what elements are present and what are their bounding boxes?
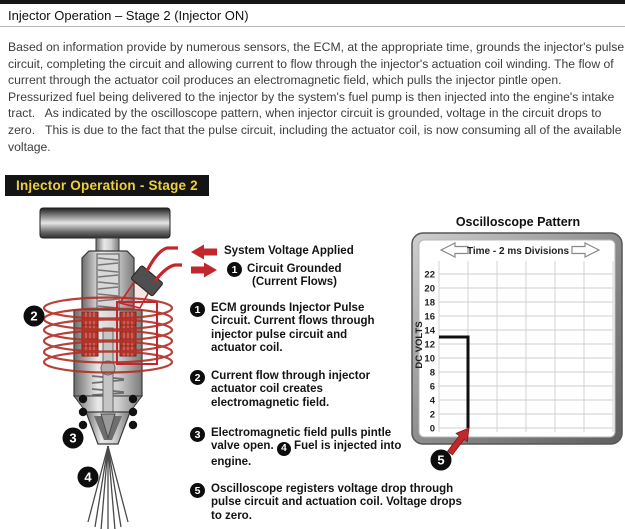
step-4-inline-circle: 4 xyxy=(276,442,291,457)
fuel-spray xyxy=(87,445,129,529)
step-3-text: Electromagnetic field pulls pintle valve… xyxy=(211,427,407,470)
step-1-text: ECM grounds Injector Pulse Circuit. Curr… xyxy=(211,302,375,355)
svg-text:12: 12 xyxy=(424,340,435,351)
time-right-arrow-icon xyxy=(571,242,601,258)
fuel-rail xyxy=(39,207,171,239)
ground-out-arrow-icon xyxy=(191,262,217,278)
diagram-marker-spray: 4 xyxy=(77,466,99,488)
svg-text:2: 2 xyxy=(430,410,435,421)
step-3: 3 Electromagnetic field pulls pintle val… xyxy=(190,427,410,470)
svg-text:6: 6 xyxy=(430,382,435,393)
step-5: 5 Oscilloscope registers voltage drop th… xyxy=(190,483,480,523)
system-voltage-label: System Voltage Applied xyxy=(224,245,354,257)
step-1-circle: 1 xyxy=(190,302,205,317)
oscilloscope-panel: Time - 2 ms Divisions DC VOLTS 222018161… xyxy=(411,232,623,471)
time-left-arrow-icon xyxy=(439,242,469,258)
o-ring-dots xyxy=(78,394,138,430)
step-3-text-after: Fuel is injected into engine. xyxy=(211,440,402,469)
svg-text:3: 3 xyxy=(69,431,76,446)
svg-text:0: 0 xyxy=(430,424,435,435)
diagram-marker-nozzle: 3 xyxy=(62,427,84,449)
top-border-bar xyxy=(0,0,625,4)
winding-callout-box xyxy=(116,301,158,365)
injector-diagram: 2 3 4 xyxy=(23,207,217,529)
connector xyxy=(130,265,163,297)
page-title: Injector Operation – Stage 2 (Injector O… xyxy=(8,8,249,23)
drop-pointer-arrow-icon xyxy=(447,427,470,456)
voltage-in-arrow-icon xyxy=(191,244,217,260)
step-2-circle: 2 xyxy=(190,370,205,385)
section-banner: Injector Operation - Stage 2 xyxy=(5,175,209,196)
step-3-circle: 3 xyxy=(190,427,205,442)
svg-text:16: 16 xyxy=(424,312,435,323)
wires xyxy=(145,246,182,282)
diagram-marker-coil: 2 xyxy=(23,305,45,327)
step-2-text: Current flow through injector actuator c… xyxy=(211,370,371,409)
svg-text:4: 4 xyxy=(430,396,436,407)
title-divider xyxy=(0,26,625,27)
step-3-text-before: Electromagnetic field pulls pintle valve… xyxy=(211,427,392,453)
current-flows-label: (Current Flows) xyxy=(252,276,337,288)
svg-text:18: 18 xyxy=(424,298,435,309)
dc-volts-axis-label: DC VOLTS xyxy=(414,321,425,368)
step-5-text: Oscilloscope registers voltage drop thro… xyxy=(211,483,462,522)
svg-text:20: 20 xyxy=(424,284,435,295)
scope-marker-5: 5 xyxy=(430,449,452,471)
time-axis-label: Time - 2 ms Divisions xyxy=(467,246,570,257)
step-2: 2 Current flow through injector actuator… xyxy=(190,370,395,410)
svg-text:5: 5 xyxy=(437,453,444,468)
step-1: 1 ECM grounds Injector Pulse Circuit. Cu… xyxy=(190,302,395,356)
svg-text:10: 10 xyxy=(424,354,435,365)
svg-text:22: 22 xyxy=(424,270,435,281)
svg-text:2: 2 xyxy=(30,309,37,324)
intro-paragraph: Based on information provide by numerous… xyxy=(8,40,625,154)
step-5-circle: 5 xyxy=(190,483,205,498)
voltage-waveform xyxy=(439,335,470,428)
pintle-tip xyxy=(100,413,116,440)
svg-text:8: 8 xyxy=(430,368,435,379)
circuit-grounded-label: Circuit Grounded xyxy=(247,263,342,275)
svg-text:4: 4 xyxy=(84,470,92,485)
svg-text:14: 14 xyxy=(424,326,435,337)
oscilloscope-title: Oscilloscope Pattern xyxy=(455,215,581,229)
callout-1-circle: 1 xyxy=(227,262,242,277)
